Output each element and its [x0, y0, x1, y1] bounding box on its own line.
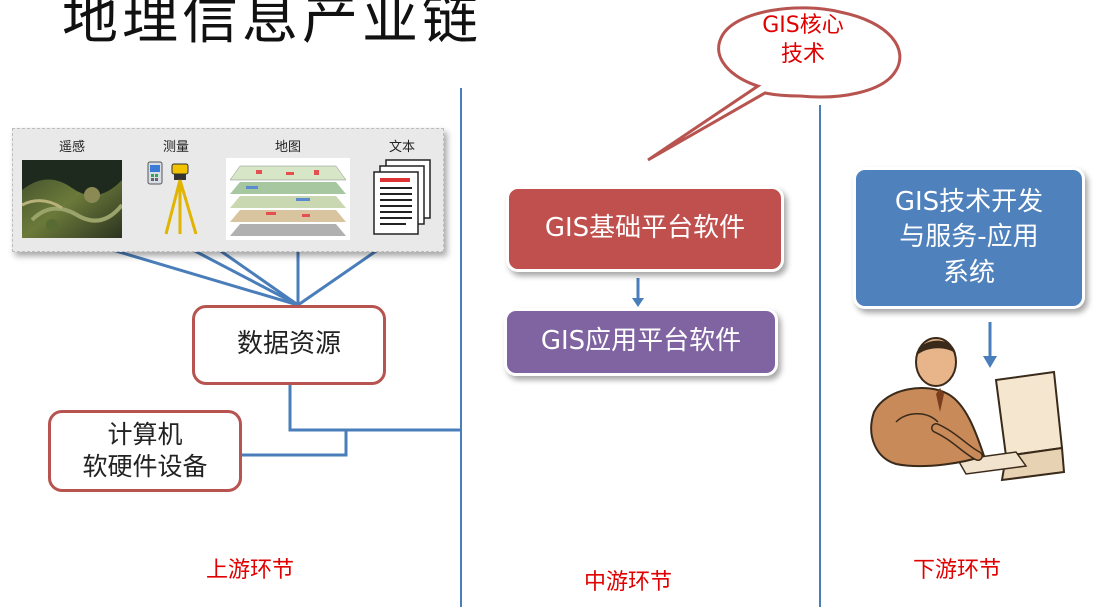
stage-label-midstream: 中游环节 [584, 570, 673, 595]
source-label-map: 地图 [274, 140, 301, 155]
arrow-head-downstream [983, 356, 997, 368]
gis-dev-service-line2: 与服务-应用 [899, 222, 1039, 253]
map-layers-icon [226, 158, 350, 240]
gis-dev-service-box: GIS技术开发 与服务-应用 系统 [853, 167, 1085, 309]
separator-midstream-downstream [819, 105, 821, 607]
text-documents-icon [373, 159, 431, 235]
hardware-box: 计算机 软硬件设备 [48, 410, 242, 492]
gis-dev-service-line3: 系统 [942, 257, 995, 288]
remote-sensing-image [22, 160, 122, 238]
stage-label-downstream: 下游环节 [913, 558, 1002, 583]
source-label-text: 文本 [388, 140, 415, 155]
stage-label-upstream: 上游环节 [206, 558, 295, 583]
connector-data-to-midstream [288, 385, 460, 432]
page-title: 地理信息产业链 [62, 0, 482, 52]
data-resources-box: 数据资源 [192, 305, 386, 385]
data-resources-label: 数据资源 [236, 329, 341, 360]
arrow-head-midstream [632, 298, 644, 307]
gis-base-platform-label: GIS基础平台软件 [544, 213, 746, 244]
separator-upstream-midstream [460, 88, 462, 607]
hardware-label-line2: 软硬件设备 [82, 452, 208, 481]
core-tech-line2: 技术 [780, 41, 825, 67]
gis-dev-service-line1: GIS技术开发 [894, 187, 1044, 218]
core-tech-callout-text: GIS核心 技术 [718, 12, 888, 69]
hardware-label-line1: 计算机 [107, 419, 183, 449]
gis-app-platform-label: GIS应用平台软件 [540, 326, 742, 357]
surveying-instrument-icon [147, 161, 198, 235]
connector-hardware-to-midstream [240, 430, 348, 457]
source-label-surveying: 测量 [162, 140, 189, 155]
user-at-computer-illustration [870, 337, 1066, 482]
gis-app-platform-box: GIS应用平台软件 [504, 308, 778, 376]
core-tech-line1: GIS核心 [762, 13, 844, 38]
gis-base-platform-box: GIS基础平台软件 [506, 186, 784, 272]
core-tech-callout-bubble [647, 6, 902, 162]
source-label-remote-sensing: 遥感 [58, 140, 85, 155]
